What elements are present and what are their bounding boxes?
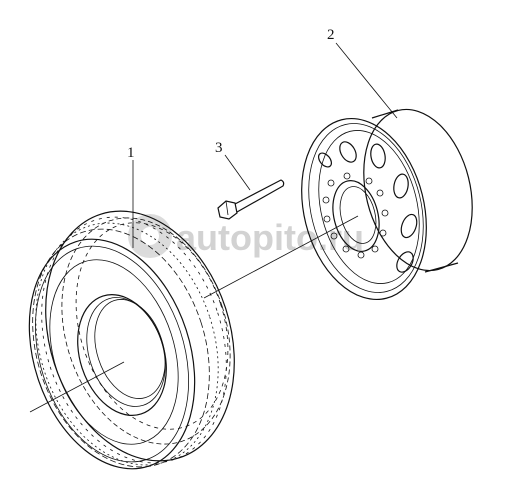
callout-bolt: 3 xyxy=(215,140,223,156)
rim-bolt-holes xyxy=(322,172,389,259)
tire xyxy=(28,210,235,470)
wheel-bolt xyxy=(217,179,285,220)
wheel-rim xyxy=(301,108,473,301)
rim-center-bore xyxy=(332,180,380,252)
watermark: autopito.ru xyxy=(128,214,364,258)
callout-tire: 1 xyxy=(127,145,135,161)
leader-lines xyxy=(29,42,398,413)
watermark-logo-icon xyxy=(128,214,172,258)
leader-line-2 xyxy=(335,42,398,119)
watermark-text: autopito.ru xyxy=(176,217,364,258)
axis-line-rim xyxy=(203,215,359,299)
callout-rim: 2 xyxy=(327,27,335,43)
tire-tread-pattern xyxy=(32,216,231,468)
axis-line-tire xyxy=(29,361,125,413)
leader-line-3 xyxy=(224,154,251,191)
rim-vent-holes xyxy=(317,141,418,273)
tire-bead-opening xyxy=(77,294,167,416)
